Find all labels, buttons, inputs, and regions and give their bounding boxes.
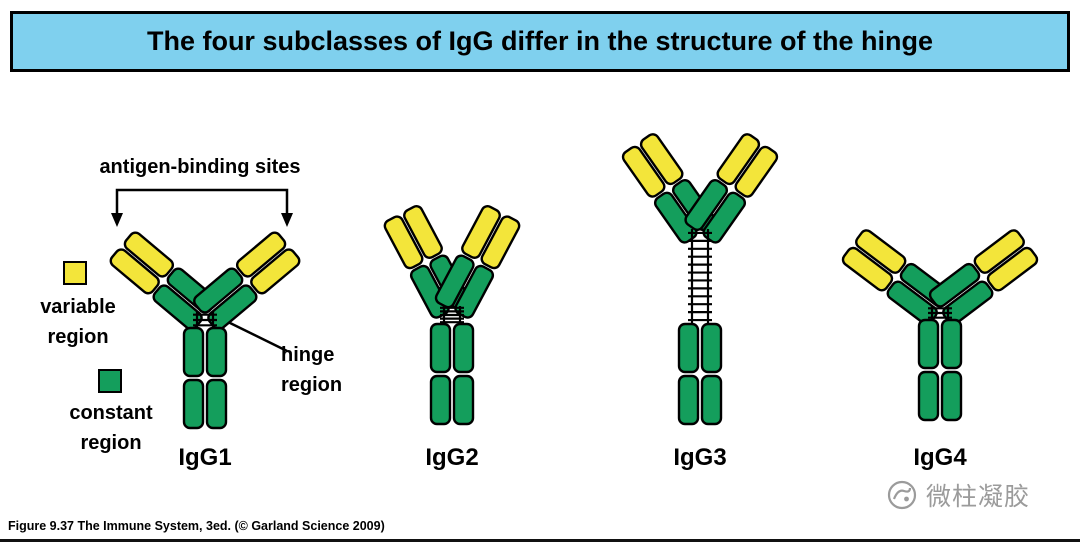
antigen-binding-sites-label: antigen-binding sites [99, 156, 301, 178]
variable-region-label: variable region [40, 296, 116, 348]
antigen-binding-sites-bracket [111, 188, 293, 227]
fc-stem [677, 322, 723, 426]
antibody-igg3 [621, 133, 779, 426]
subclass-label-igg1: IgG1 [178, 444, 232, 471]
caption-figure-number: Figure 9.37 [8, 519, 74, 533]
antibody-igg4 [841, 229, 1039, 422]
watermark-logo-icon [887, 480, 917, 510]
fab-arm-right [684, 133, 779, 244]
figure-caption: Figure 9.37 The Immune System, 3ed. (© G… [8, 519, 385, 533]
constant-region-swatch [98, 369, 122, 393]
bottom-rule [0, 539, 1080, 542]
caption-source: The Immune System, 3ed. (© Garland Scien… [77, 519, 385, 533]
fab-arm-right [434, 205, 521, 319]
antibody-igg1 [109, 231, 301, 430]
watermark: 微柱凝胶 [885, 477, 1030, 513]
hinge [440, 306, 464, 326]
fab-arm-left [841, 229, 952, 326]
subclass-label-igg4: IgG4 [913, 444, 967, 471]
subclass-label-igg2: IgG2 [425, 444, 479, 471]
hinge [193, 312, 217, 330]
figure-title: The four subclasses of IgG differ in the… [146, 26, 934, 56]
hinge [688, 229, 712, 326]
hinge [928, 306, 952, 322]
variable-region-swatch [63, 261, 87, 285]
right-arrowhead-icon [281, 213, 293, 227]
watermark-text: 微柱凝胶 [926, 483, 1031, 511]
hinge-pointer-line [225, 319, 288, 353]
fab-arm-right [928, 229, 1039, 326]
fc-stem [429, 322, 475, 426]
fc-stem [917, 318, 963, 422]
fab-arm-right [193, 231, 301, 331]
antibody-igg2 [383, 205, 521, 426]
constant-region-label: constant region [69, 402, 153, 454]
title-bar: The four subclasses of IgG differ in the… [10, 11, 1070, 72]
hinge-region-label: hinge region [281, 344, 343, 396]
left-arrowhead-icon [111, 213, 123, 227]
fc-stem [182, 326, 228, 430]
subclass-label-igg3: IgG3 [673, 444, 727, 471]
